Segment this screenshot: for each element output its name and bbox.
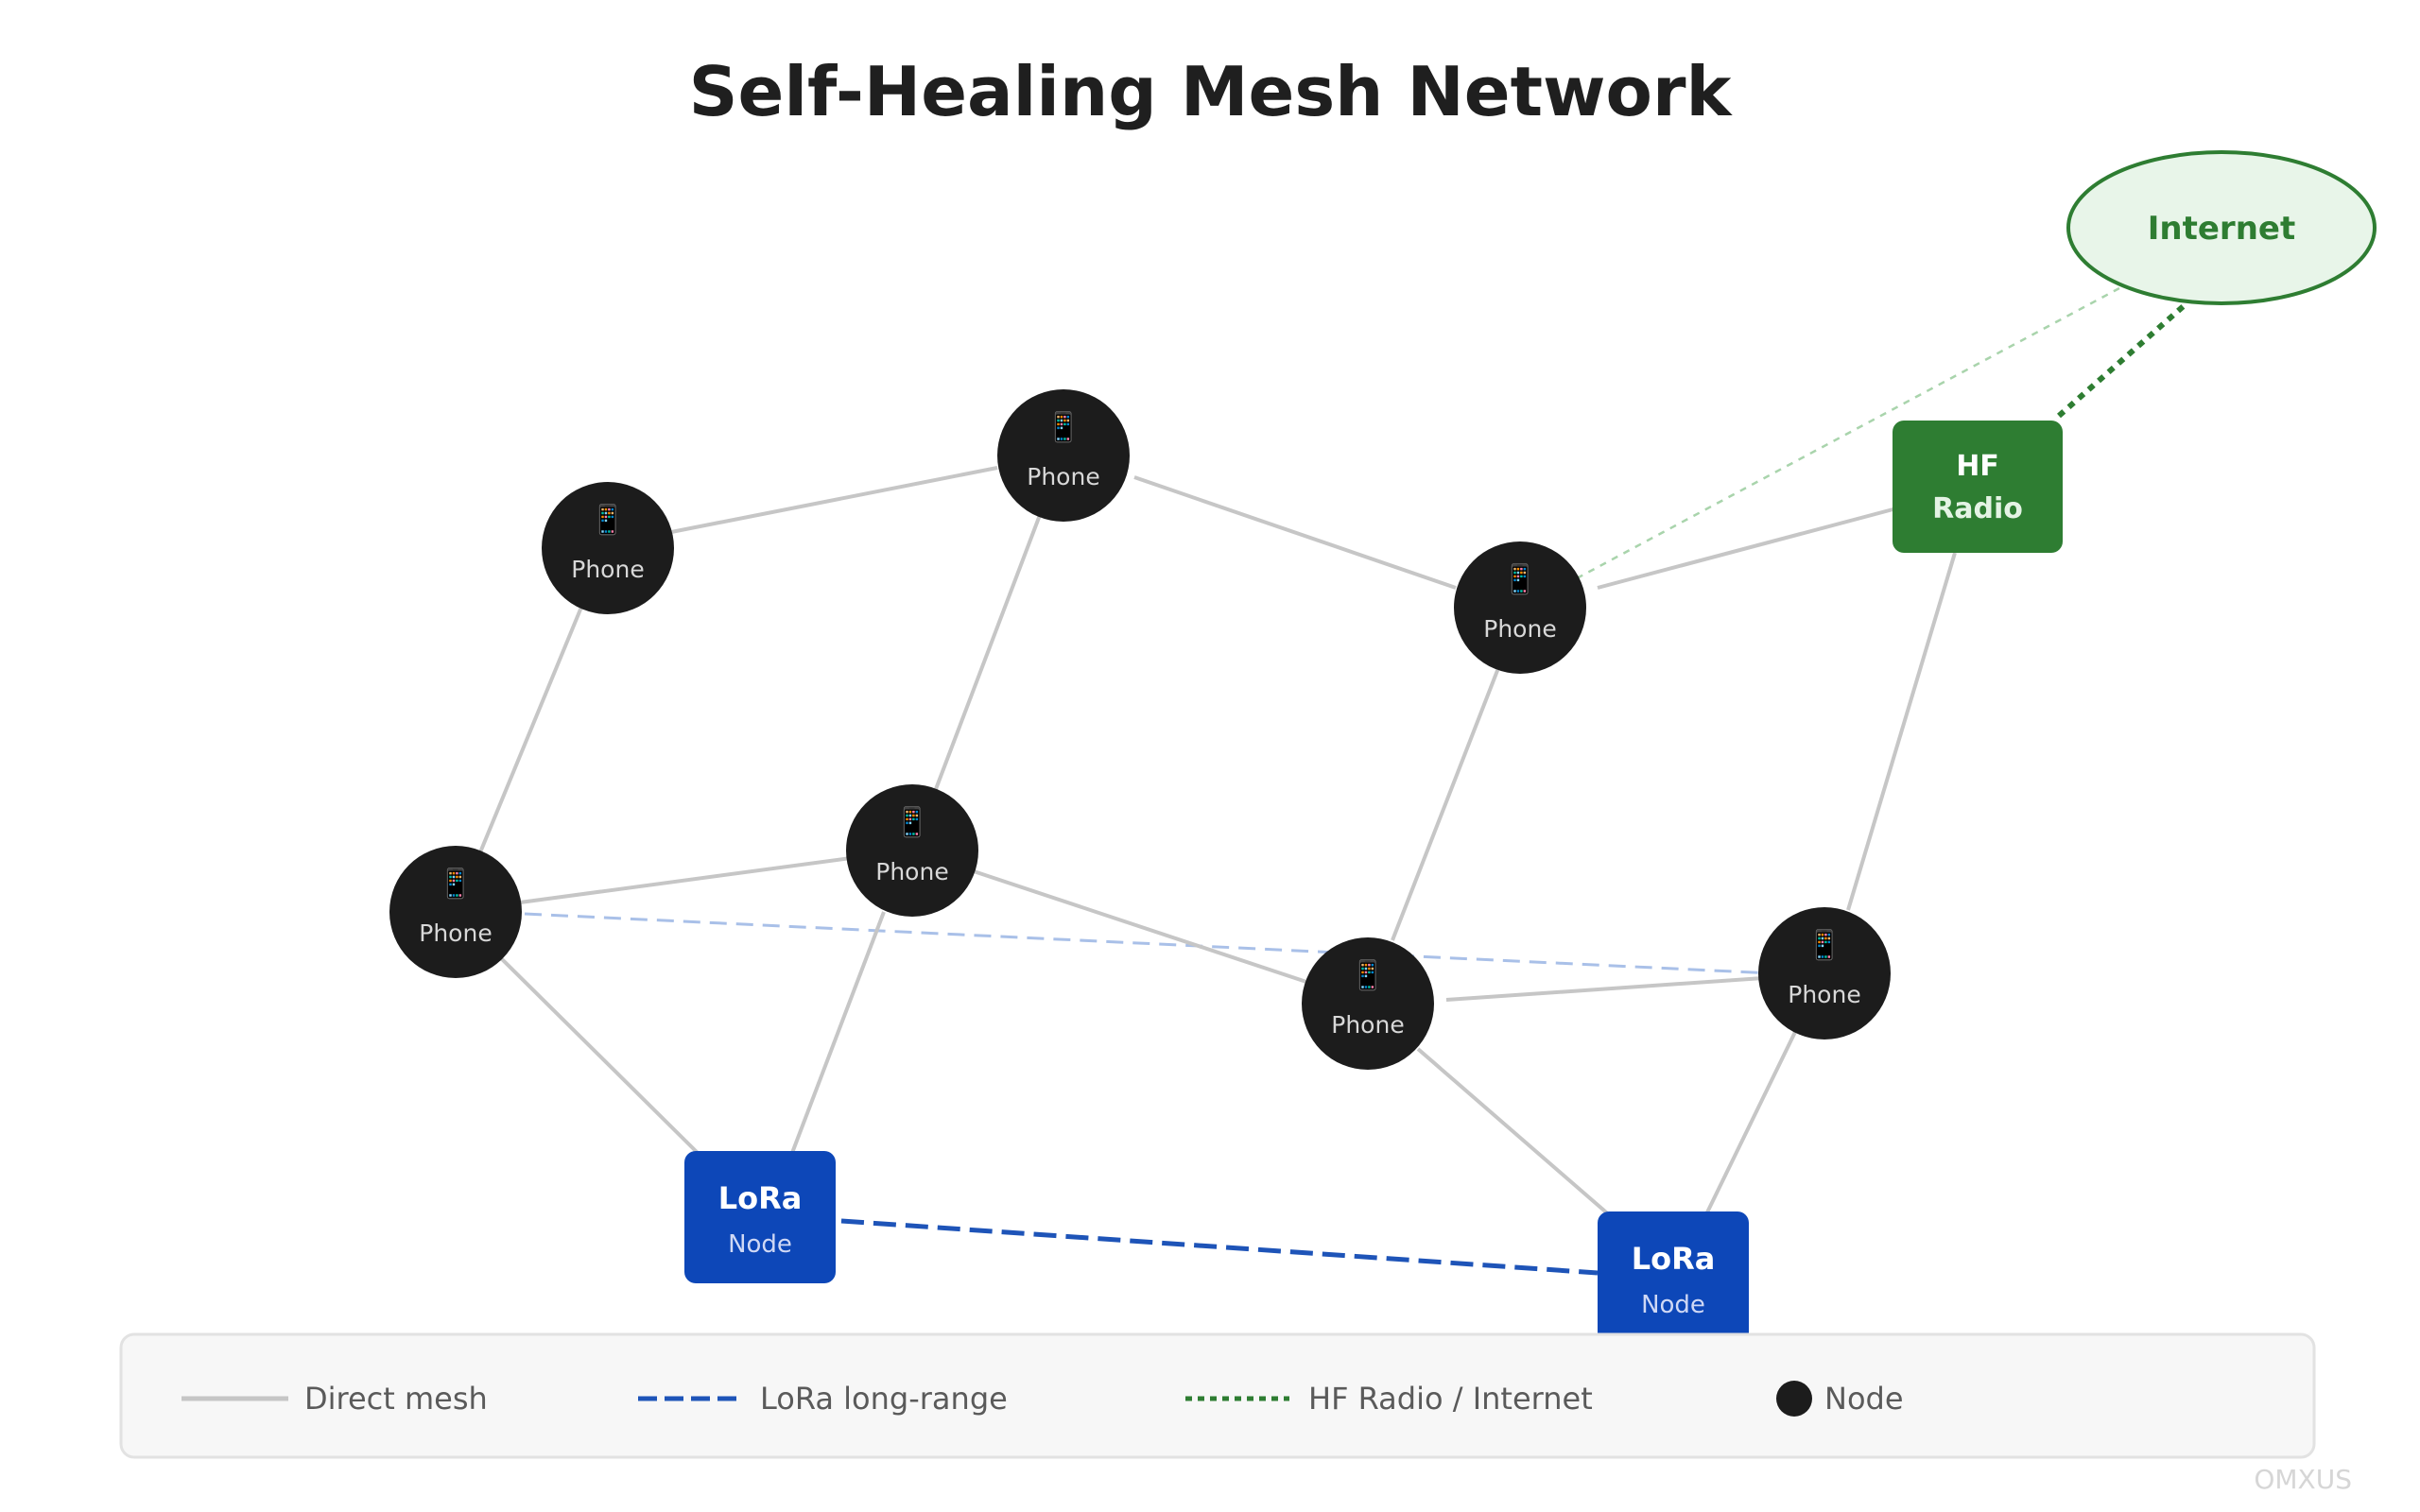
phone-icon: 📱: [438, 867, 473, 901]
mesh-link: [497, 954, 700, 1155]
phone-node-6[interactable]: 📱 Phone: [1302, 937, 1434, 1070]
hf-radio-title: HF: [1956, 450, 1999, 483]
mesh-link: [1597, 506, 1901, 590]
phone-node-circle: [1454, 541, 1586, 674]
phone-node-circle: [389, 846, 522, 978]
phone-icon: 📱: [590, 503, 625, 537]
mesh-link: [973, 869, 1310, 985]
lora-long-range-link: [840, 1218, 1599, 1276]
lora-faint-link: [524, 912, 1773, 975]
mesh-link: [1704, 1029, 1798, 1215]
phone-node-label: Phone: [1027, 463, 1099, 490]
phone-node-label: Phone: [419, 919, 492, 947]
phone-icon: 📱: [1806, 928, 1841, 962]
hf-internet-link: [2057, 301, 2187, 419]
phone-node-label: Phone: [571, 556, 644, 583]
phone-node-1[interactable]: 📱 Phone: [542, 482, 674, 614]
mesh-link: [1416, 1047, 1614, 1219]
phone-node-label: Phone: [1331, 1011, 1404, 1039]
phone-icon: 📱: [1350, 958, 1385, 992]
legend-node-swatch: [1776, 1381, 1812, 1417]
legend-panel: [119, 1332, 2316, 1459]
mesh-link: [1445, 976, 1764, 1002]
legend-lora-label: LoRa long-range: [760, 1381, 1008, 1417]
mesh-link: [661, 466, 998, 536]
phone-node-label: Phone: [1788, 981, 1860, 1008]
phone-node-7[interactable]: 📱 Phone: [1758, 907, 1891, 1040]
lora-node-1[interactable]: LoRa Node: [684, 1151, 836, 1283]
phone-node-circle: [1758, 907, 1891, 1040]
phone-node-label: Phone: [1483, 615, 1556, 643]
phone-node-4[interactable]: 📱 Phone: [389, 846, 522, 978]
hf-radio-node[interactable]: HF Radio: [1893, 421, 2063, 553]
mesh-link: [1133, 475, 1457, 590]
legend-node-label: Node: [1824, 1381, 1904, 1417]
lora-node-2[interactable]: LoRa Node: [1598, 1211, 1749, 1344]
phone-icon: 📱: [894, 805, 929, 839]
lora-node-title: LoRa: [1632, 1241, 1716, 1277]
lora-node-box: [684, 1151, 836, 1283]
legend-hf-label: HF Radio / Internet: [1308, 1381, 1593, 1417]
mesh-link: [478, 604, 584, 853]
legend-direct-label: Direct mesh: [304, 1381, 488, 1417]
lora-node-subtitle: Node: [1641, 1291, 1705, 1319]
phone-icon: 📱: [1046, 410, 1080, 444]
phone-node-circle: [1302, 937, 1434, 1070]
legend: Direct mesh LoRa long-range HF Radio / I…: [119, 1332, 2316, 1459]
lora-node-title: LoRa: [718, 1180, 803, 1216]
phone-node-3[interactable]: 📱 Phone: [1454, 541, 1586, 674]
diagram-title: Self-Healing Mesh Network: [689, 52, 1734, 131]
phone-node-2[interactable]: 📱 Phone: [997, 389, 1130, 522]
hf-faint-link: [1576, 286, 2120, 580]
hf-radio-subtitle: Radio: [1932, 492, 2023, 525]
phone-icon: 📱: [1502, 562, 1537, 596]
watermark: OMXUS: [2254, 1464, 2352, 1495]
mesh-link: [934, 514, 1042, 790]
lora-node-subtitle: Node: [728, 1230, 792, 1259]
phone-node-circle: [997, 389, 1130, 522]
internet-node[interactable]: Internet: [2066, 150, 2377, 305]
lora-node-box: [1598, 1211, 1749, 1344]
mesh-link: [1391, 667, 1500, 941]
hf-radio-box: [1893, 421, 2063, 553]
mesh-link: [519, 856, 852, 904]
internet-ellipse: [2066, 150, 2377, 305]
mesh-link: [790, 911, 886, 1154]
direct-mesh-links: [478, 466, 1957, 1219]
phone-node-5[interactable]: 📱 Phone: [846, 784, 978, 917]
phone-node-circle: [542, 482, 674, 614]
phone-node-label: Phone: [875, 858, 948, 885]
phone-node-circle: [846, 784, 978, 917]
mesh-link: [1846, 552, 1957, 911]
internet-label: Internet: [2148, 210, 2295, 248]
